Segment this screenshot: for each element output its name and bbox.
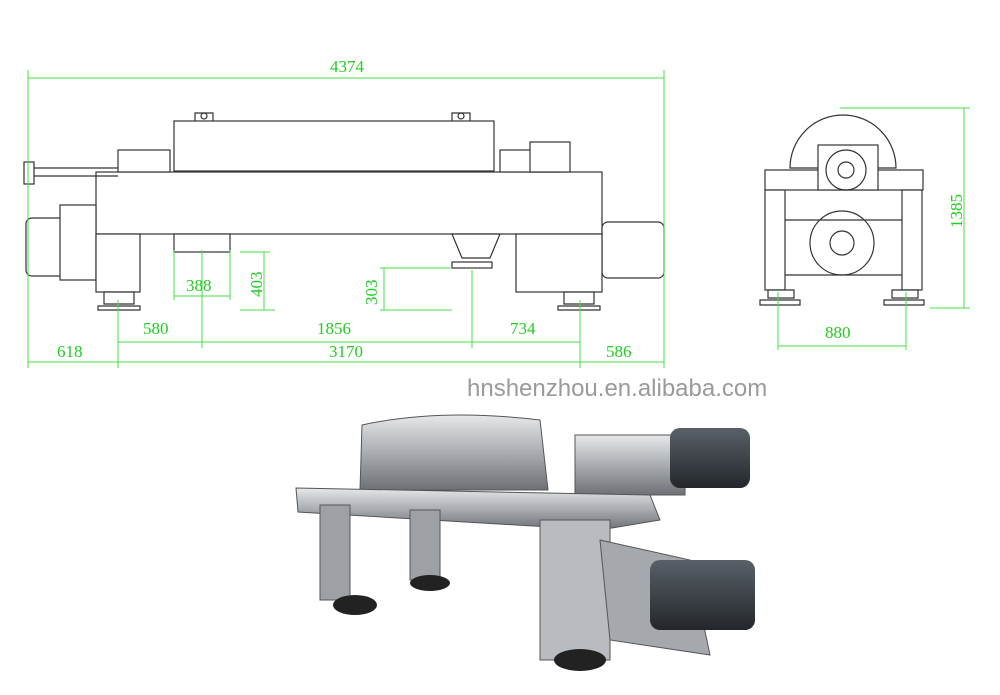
side-view-dimension-lines <box>777 107 970 350</box>
dim-outlet-width: 388 <box>186 276 212 295</box>
dim-overall-length: 4374 <box>330 57 365 76</box>
dim-width: 880 <box>825 323 851 342</box>
centrifuge-photo <box>295 414 755 671</box>
front-view-drawing <box>23 112 665 311</box>
side-view-drawing <box>759 114 925 306</box>
dim-outlet-to-discharge: 1856 <box>317 319 351 338</box>
watermark: hnshenzhou.en.alibaba.com <box>467 375 767 402</box>
front-view-dimension-lines <box>27 70 665 368</box>
dim-right-overhang: 586 <box>606 342 632 361</box>
dim-foot-to-outlet: 580 <box>143 319 169 338</box>
dim-height: 1385 <box>947 194 966 228</box>
dim-discharge-height: 303 <box>362 280 381 306</box>
dim-discharge-to-foot: 734 <box>510 319 536 338</box>
dim-left-overhang: 618 <box>57 342 83 361</box>
dim-outlet-height: 403 <box>247 272 266 298</box>
dim-foot-span: 3170 <box>329 342 363 361</box>
